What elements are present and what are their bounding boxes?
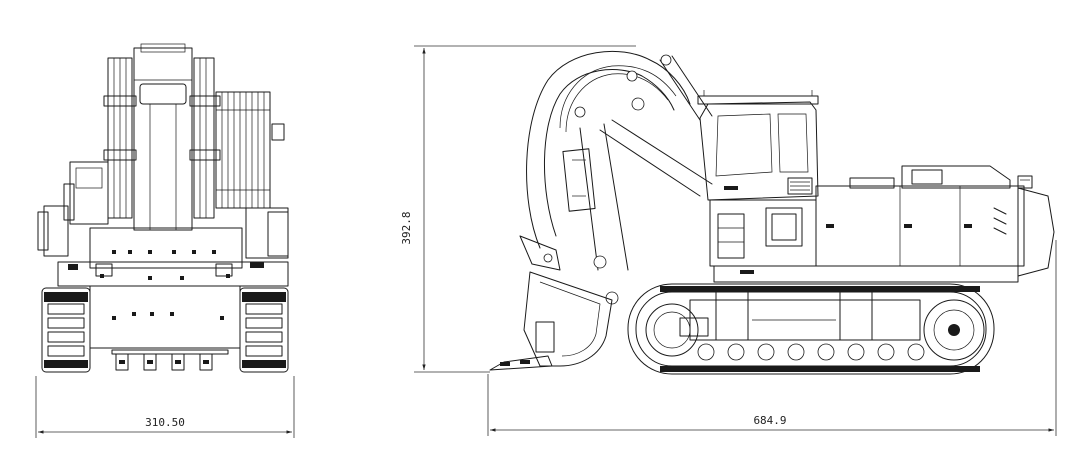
bucket-teeth — [115, 353, 213, 371]
track-shoes — [660, 286, 980, 372]
front-view — [37, 43, 289, 373]
counterweight-slots — [993, 207, 1007, 235]
side-height-dimension: 392.8 — [400, 45, 636, 373]
side-height-label: 392.8 — [400, 211, 413, 244]
track-rollers — [697, 343, 925, 361]
side-length-dimension: 684.9 — [487, 240, 1057, 436]
front-width-label: 310.50 — [145, 416, 185, 429]
side-view — [489, 50, 1055, 375]
side-length-label: 684.9 — [753, 414, 786, 427]
front-width-dimension: 310.50 — [35, 376, 295, 438]
body-rivets — [100, 250, 230, 320]
